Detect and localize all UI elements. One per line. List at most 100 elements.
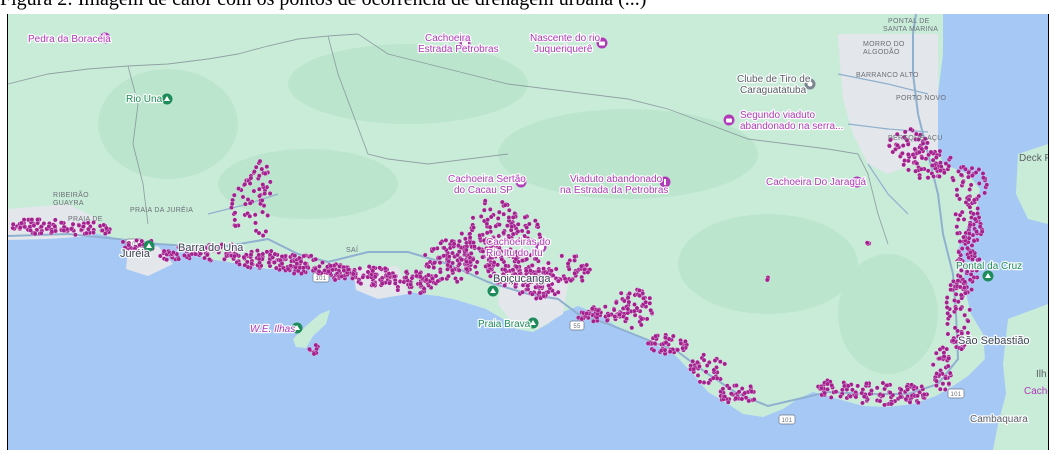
occurrence-point — [975, 206, 981, 211]
label-cachoeira-sertao-2: do Cacau SP — [454, 185, 513, 196]
occurrence-point — [300, 265, 306, 271]
occurrence-point — [358, 281, 364, 286]
occurrence-point — [477, 233, 483, 238]
tree-icon[interactable] — [161, 93, 173, 105]
occurrence-point — [91, 220, 96, 225]
occurrence-point — [643, 299, 649, 305]
occurrence-point — [969, 173, 975, 178]
occurrence-point — [943, 161, 949, 166]
occurrence-point — [514, 264, 520, 270]
occurrence-point — [937, 168, 943, 174]
occurrence-point — [972, 216, 978, 222]
camera-icon[interactable] — [596, 37, 608, 49]
occurrence-point — [505, 223, 510, 229]
label-cachoeira-1: Cachoeira — [425, 33, 471, 44]
occurrence-point — [522, 279, 528, 285]
occurrence-point — [905, 141, 911, 147]
monument-icon[interactable] — [659, 176, 671, 188]
occurrence-point — [101, 222, 107, 228]
occurrence-point — [537, 290, 542, 295]
occurrence-point — [618, 290, 624, 296]
camera-icon[interactable] — [535, 241, 547, 253]
occurrence-point — [838, 394, 843, 399]
occurrence-point — [39, 224, 44, 229]
occurrence-point — [945, 321, 950, 327]
occurrence-point — [919, 155, 925, 161]
map-view[interactable]: 101 101 55 101 101 — [7, 14, 1049, 450]
occurrence-point — [513, 256, 519, 262]
occurrence-point — [894, 131, 900, 137]
occurrence-point — [206, 242, 212, 248]
occurrence-point — [644, 316, 650, 322]
occurrence-point — [313, 342, 319, 348]
occurrence-point — [198, 251, 203, 256]
occurrence-point — [962, 285, 967, 290]
occurrence-point — [449, 267, 455, 273]
occurrence-point — [263, 229, 269, 234]
occurrence-point — [267, 191, 273, 196]
occurrence-point — [825, 381, 830, 387]
occurrence-point — [515, 229, 521, 234]
occurrence-point — [963, 200, 969, 205]
occurrence-point — [954, 192, 960, 198]
occurrence-point — [722, 361, 728, 367]
occurrence-point — [953, 306, 959, 312]
beach-icon[interactable] — [143, 240, 155, 252]
occurrence-point — [499, 199, 505, 205]
occurrence-point — [272, 260, 277, 265]
occurrence-point — [510, 231, 516, 237]
occurrence-point — [219, 242, 225, 247]
label-ilhas: W.E. Ilhas — [250, 324, 295, 335]
occurrence-point — [509, 224, 515, 229]
camera-icon[interactable] — [515, 176, 527, 188]
target-icon[interactable] — [804, 78, 816, 90]
occurrence-point — [955, 230, 960, 236]
occurrence-point — [317, 264, 322, 269]
occurrence-point — [529, 263, 535, 268]
camera-icon[interactable] — [723, 114, 735, 126]
occurrence-point — [611, 307, 617, 313]
occurrence-point — [632, 312, 638, 318]
occurrence-point — [967, 204, 973, 210]
occurrence-point — [651, 348, 657, 353]
occurrence-point — [909, 382, 914, 388]
occurrence-point — [529, 275, 535, 280]
occurrence-point — [959, 346, 964, 352]
camera-icon[interactable] — [459, 37, 471, 49]
occurrence-point — [454, 279, 460, 285]
island-right-top — [1016, 144, 1048, 224]
beach-icon[interactable] — [982, 270, 994, 282]
camera-icon[interactable] — [99, 32, 111, 44]
occurrence-point — [193, 251, 198, 257]
occurrence-point — [499, 256, 505, 262]
occurrence-point — [488, 255, 494, 260]
occurrence-point — [245, 197, 251, 202]
occurrence-point — [407, 290, 413, 296]
occurrence-point — [541, 293, 547, 299]
occurrence-point — [925, 168, 931, 174]
occurrence-point — [494, 242, 500, 248]
occurrence-point — [243, 201, 248, 207]
beach-icon[interactable] — [527, 317, 539, 329]
occurrence-point — [701, 357, 707, 363]
label-barra-una: Barra do Una — [178, 242, 244, 254]
occurrence-point — [953, 291, 959, 297]
occurrence-point — [501, 230, 506, 236]
occurrence-point — [946, 356, 952, 361]
map-canvas[interactable]: 101 101 55 101 101 — [8, 14, 1048, 450]
occurrence-point — [955, 334, 961, 339]
occurrence-point — [266, 260, 272, 266]
occurrence-point — [966, 231, 972, 236]
occurrence-point — [905, 387, 910, 392]
occurrence-point — [257, 158, 263, 164]
occurrence-point — [86, 226, 91, 232]
occurrence-point — [267, 179, 273, 185]
occurrence-point — [959, 246, 965, 251]
occurrence-point — [691, 366, 697, 372]
occurrence-point — [17, 225, 23, 230]
tree-icon[interactable] — [291, 322, 303, 334]
occurrence-point — [955, 278, 961, 284]
occurrence-point — [498, 249, 504, 254]
camera-icon[interactable] — [851, 176, 863, 188]
beach-icon[interactable] — [487, 285, 499, 297]
